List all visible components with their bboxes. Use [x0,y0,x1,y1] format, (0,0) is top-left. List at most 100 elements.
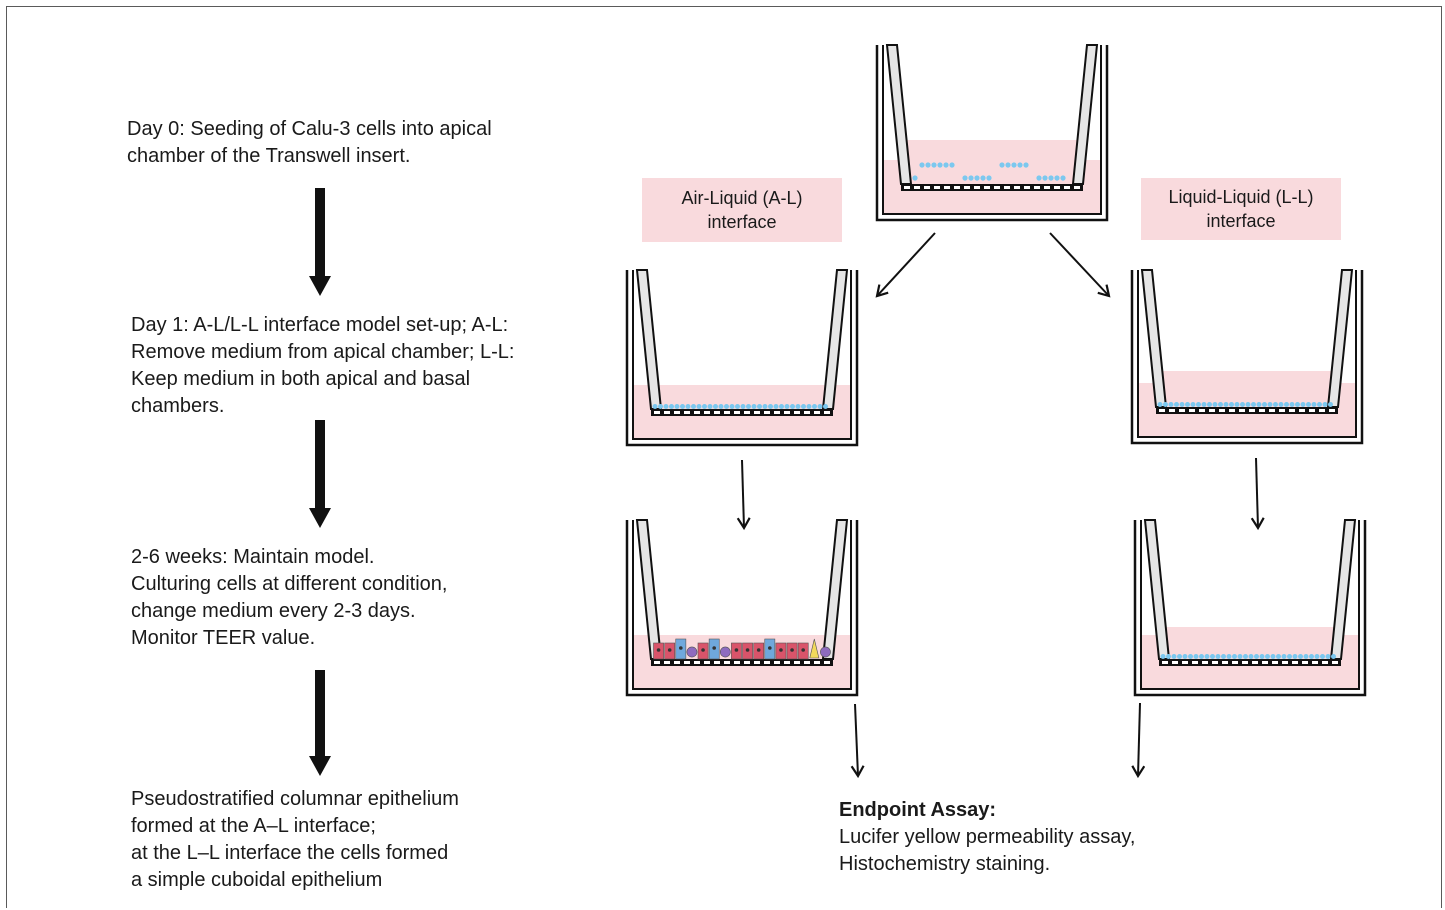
monolayer-cell [669,404,674,409]
endpoint-title: Endpoint Assay: [839,799,997,821]
monolayer-cell [779,404,784,409]
monolayer-cell [1295,402,1300,407]
step-line: chambers. [131,395,225,417]
monolayer-cell [1281,654,1287,659]
transwell-ll-weeks [1133,519,1367,697]
monolayer-cell [713,404,718,409]
label-line: Air-Liquid (A-L) [681,188,803,208]
monolayer-cell [1218,402,1223,407]
monolayer-cell [707,404,713,409]
monolayer-cell [702,404,707,409]
basal-cell [686,646,698,658]
monolayer-cell [1317,402,1322,407]
endpoint-arrow-ll [1131,702,1146,779]
monolayer-cell [751,404,757,409]
step-line: at the L–L interface the cells formed [131,842,449,864]
monolayer-cell [817,404,823,409]
monolayer-cell [1267,402,1273,407]
monolayer-cell [1210,654,1215,659]
monolayer-cell [1270,654,1276,659]
monolayer-cell [680,404,685,409]
apical-medium [1158,371,1336,399]
flow-arrow-al [736,459,751,531]
monolayer-cell [1300,402,1306,407]
step-line: Culturing cells at different condition, [131,573,448,595]
monolayer-cell [757,404,762,409]
monolayer-cell [1292,654,1298,659]
monolayer-cell [658,404,663,409]
step-line: Day 0: Seeding of Calu-3 cells into apic… [127,118,492,140]
endpoint-arrow-al [850,703,865,779]
basal-cell [719,646,731,658]
monolayer-cell [1240,402,1245,407]
monolayer-cell [1226,654,1232,659]
monolayer-cell [1298,654,1303,659]
monolayer-cell [823,404,828,409]
branch-arrow-right [1049,232,1111,298]
monolayer-cell [1289,402,1295,407]
branch-arrow-left [875,232,936,298]
monolayer-cell [1204,654,1210,659]
monolayer-cell [1276,654,1281,659]
transwell-al-day1 [625,269,859,447]
seeded-cell [980,175,986,181]
monolayer-cell [1328,402,1333,407]
monolayer-cell [790,404,795,409]
seeded-cell [1036,175,1042,181]
membrane [1159,659,1341,666]
apical-medium [1161,627,1339,651]
monolayer-cell [1262,402,1267,407]
monolayer-cell [1171,654,1177,659]
monolayer-cell [1278,402,1284,407]
monolayer-cell [724,404,729,409]
monolayer-cell [1166,654,1171,659]
endpoint-assay: Endpoint Assay: Lucifer yellow permeabil… [839,797,1135,878]
monolayer-cell [1229,402,1234,407]
monolayer-cell [1157,402,1163,407]
monolayer-cell [801,404,806,409]
ciliated-cell [809,638,820,659]
seeded-cell [968,175,974,181]
monolayer-cell [685,404,691,409]
monolayer-cell [1182,654,1188,659]
transwell-day0 [875,44,1109,222]
seeded-cell [986,175,992,181]
seeded-cell [931,162,937,168]
basal-cell [820,646,831,658]
monolayer-cell [1185,402,1190,407]
transwell-al-weeks [625,519,859,697]
monolayer-cell [1212,402,1218,407]
monolayer-cell [768,404,773,409]
monolayer-cell [740,404,746,409]
seeded-cell [925,162,931,168]
monolayer-cell [1168,402,1174,407]
monolayer-cell [1207,402,1212,407]
monolayer-cell [1232,654,1237,659]
seeded-cell [1023,162,1029,168]
seeded-cell [962,175,968,181]
monolayer-cell [1221,654,1226,659]
monolayer-cell [1322,402,1328,407]
monolayer-cell [784,404,790,409]
monolayer-cell [746,404,751,409]
step-line: formed at the A–L interface; [131,815,376,837]
step-line: chamber of the Transwell insert. [127,145,411,167]
seeded-cell [1042,175,1048,181]
membrane [651,659,833,666]
step-arrow-3 [309,670,331,776]
monolayer-cell [735,404,740,409]
monolayer-cell [812,404,817,409]
monolayer-cell [1188,654,1193,659]
endpoint-line: Lucifer yellow permeability assay, [839,826,1136,848]
monolayer-cell [674,404,680,409]
monolayer-cell [1199,654,1204,659]
membrane [651,409,833,416]
membrane [901,184,1083,191]
step-line: change medium every 2-3 days. [131,600,416,622]
monolayer-cell [762,404,768,409]
monolayer-cell [1193,654,1199,659]
step-day0: Day 0: Seeding of Calu-3 cells into apic… [127,116,492,170]
seeded-cell [943,162,949,168]
flow-arrow-ll [1250,457,1265,531]
